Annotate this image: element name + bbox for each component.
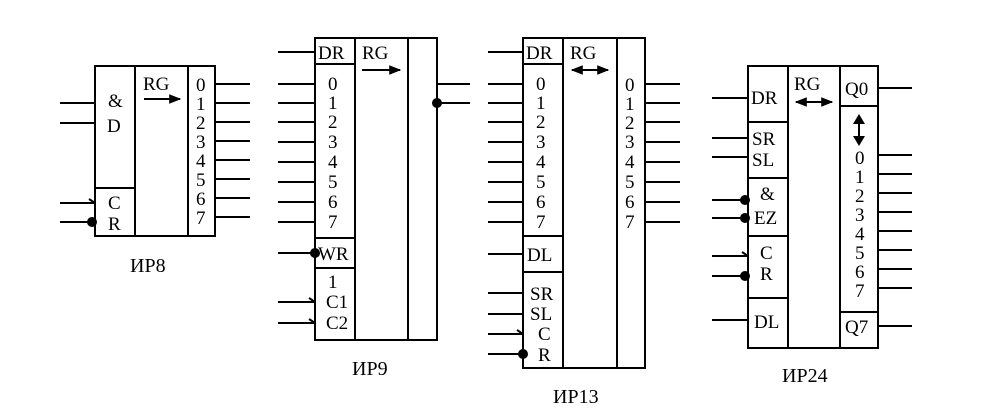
- chip-ir24-ez-label: EZ: [754, 208, 777, 229]
- chip-ir8-pins: [60, 83, 250, 223]
- chip-ir9-in-4: 4: [328, 152, 338, 173]
- chip-ir13-r-label: R: [538, 345, 551, 366]
- chip-ir8-out-1: 1: [196, 94, 206, 115]
- chip-ir13-sr-label: SR: [530, 284, 554, 305]
- chip-ir24-r-inversion-dot: [740, 271, 750, 281]
- chip-ir24-out-7: 7: [855, 281, 865, 302]
- chip-ir24-header: RG: [794, 74, 821, 95]
- chip-ir13-out-7: 7: [625, 212, 635, 233]
- chip-ir9-pins: [278, 51, 470, 324]
- chip-ir8-out-6: 6: [196, 189, 206, 210]
- chip-ir24-body: [747, 65, 879, 349]
- chip-ir8-out-7: 7: [196, 208, 206, 229]
- chip-ir13-out-2: 2: [625, 113, 635, 134]
- chip-ir13-out-3: 3: [625, 132, 635, 153]
- chip-ir9-wr-inversion-dot: [310, 248, 320, 258]
- chip-ir24: RG DR SR SL & EZ C R DL Q0 0 1 2 3 4 5 6…: [712, 65, 912, 387]
- chip-ir8-d-label: D: [107, 116, 121, 137]
- chip-ir9-c1-label: C1: [326, 292, 348, 313]
- chip-ir24-ez-inversion-dot: [740, 213, 750, 223]
- chip-ir13-dl-label: DL: [527, 245, 552, 266]
- chip-ir8-header: RG: [143, 74, 170, 95]
- chip-ir9-output-dot: [432, 98, 442, 108]
- chip-ir9-body: [314, 37, 438, 341]
- chip-ir13-out-0: 0: [625, 75, 635, 96]
- chip-ir24-c-label: C: [760, 243, 773, 264]
- chip-ir8-out-4: 4: [196, 151, 206, 172]
- chip-ir9-in-0: 0: [328, 74, 338, 95]
- chip-ir13-out-1: 1: [625, 94, 635, 115]
- chip-ir8-r-label: R: [108, 214, 121, 235]
- chip-ir24-pins: [712, 87, 912, 327]
- chip-ir13-in-1: 1: [536, 93, 546, 114]
- chip-ir9-header: RG: [362, 43, 389, 64]
- chip-ir24-outputs: Q0 0 1 2 3 4 5 6 7 Q7: [845, 79, 868, 338]
- chip-ir9-dr-label: DR: [318, 43, 345, 64]
- chip-ir24-out-5: 5: [855, 243, 865, 264]
- chip-ir13: RG DR 0 1 2 3 4 5 6 7 DL SR SL C R 0 1 2…: [488, 37, 680, 408]
- chip-ir24-out-q7: Q7: [845, 317, 868, 338]
- chip-ir9-caption: ИР9: [352, 358, 388, 380]
- chip-ir13-in-0: 0: [536, 74, 546, 95]
- chip-ir9-c2-label: C2: [326, 313, 348, 334]
- chip-ir8-and-label: &: [108, 91, 123, 112]
- chip-ir24-and-label: &: [760, 184, 775, 205]
- chip-ir24-bidirectional-icon: [853, 114, 865, 146]
- chip-ir13-in-6: 6: [536, 192, 546, 213]
- chip-ir24-out-4: 4: [855, 224, 865, 245]
- chip-ir13-in-7: 7: [536, 212, 546, 233]
- chip-ir13-out-5: 5: [625, 172, 635, 193]
- chip-ir13-out-6: 6: [625, 192, 635, 213]
- chip-ir24-out-3: 3: [855, 205, 865, 226]
- chip-ir13-c-label: C: [538, 324, 551, 345]
- chip-ir8-body: [94, 65, 216, 237]
- chip-ir13-in-4: 4: [536, 152, 546, 173]
- chip-ir8-out-5: 5: [196, 170, 206, 191]
- chip-ir24-and-inversion-dot: [740, 195, 750, 205]
- chip-ir9-in-3: 3: [328, 132, 338, 153]
- chip-ir9-in-5: 5: [328, 172, 338, 193]
- chip-ir8-outputs: 0 1 2 3 4 5 6 7: [196, 75, 206, 229]
- chip-ir9-wr-label: WR: [318, 244, 349, 265]
- chip-ir24-out-0: 0: [855, 148, 865, 169]
- chip-ir13-in-3: 3: [536, 132, 546, 153]
- chip-ir24-out-q0: Q0: [845, 79, 868, 100]
- chip-ir13-r-inversion-dot: [518, 349, 528, 359]
- chip-ir13-out-4: 4: [625, 152, 635, 173]
- chip-ir8-caption: ИР8: [130, 255, 166, 277]
- chip-ir13-caption: ИР13: [553, 386, 599, 408]
- chip-ir13-dr-label: DR: [526, 43, 553, 64]
- chip-ir9-in-7: 7: [328, 212, 338, 233]
- chip-ir8-c-label: C: [108, 193, 121, 214]
- chip-ir13-in-5: 5: [536, 172, 546, 193]
- chip-ir8: RG & D C R 0 1 2 3 4 5 6 7: [60, 65, 250, 277]
- chip-ir13-outputs: 0 1 2 3 4 5 6 7: [625, 75, 635, 233]
- chip-ir13-header: RG: [570, 43, 597, 64]
- chip-ir24-caption: ИР24: [782, 365, 828, 387]
- chip-ir24-sr-label: SR: [752, 129, 776, 150]
- chip-ir24-dr-label: DR: [751, 88, 778, 109]
- chip-ir9: RG DR 0 1 2 3 4 5 6 7 WR 1 C1 C2: [278, 37, 470, 380]
- chip-ir13-in-2: 2: [536, 112, 546, 133]
- chip-ir9-in-1: 1: [328, 93, 338, 114]
- chip-ir24-out-2: 2: [855, 186, 865, 207]
- chip-ir8-inversion-dot: [87, 217, 97, 227]
- chip-ir24-sl-label: SL: [752, 150, 774, 171]
- chip-ir8-out-3: 3: [196, 132, 206, 153]
- chip-ir8-out-2: 2: [196, 113, 206, 134]
- chip-ir9-one-label: 1: [328, 272, 338, 293]
- chip-ir24-r-label: R: [760, 264, 773, 285]
- chip-ir13-sl-label: SL: [530, 304, 552, 325]
- chip-ir9-in-2: 2: [328, 112, 338, 133]
- chip-ir8-out-0: 0: [196, 75, 206, 96]
- chip-ir9-in-6: 6: [328, 192, 338, 213]
- chip-ir13-pins: [488, 51, 680, 355]
- chip-ir24-out-1: 1: [855, 167, 865, 188]
- chip-ir24-dl-label: DL: [754, 312, 779, 333]
- chip-ir24-out-6: 6: [855, 262, 865, 283]
